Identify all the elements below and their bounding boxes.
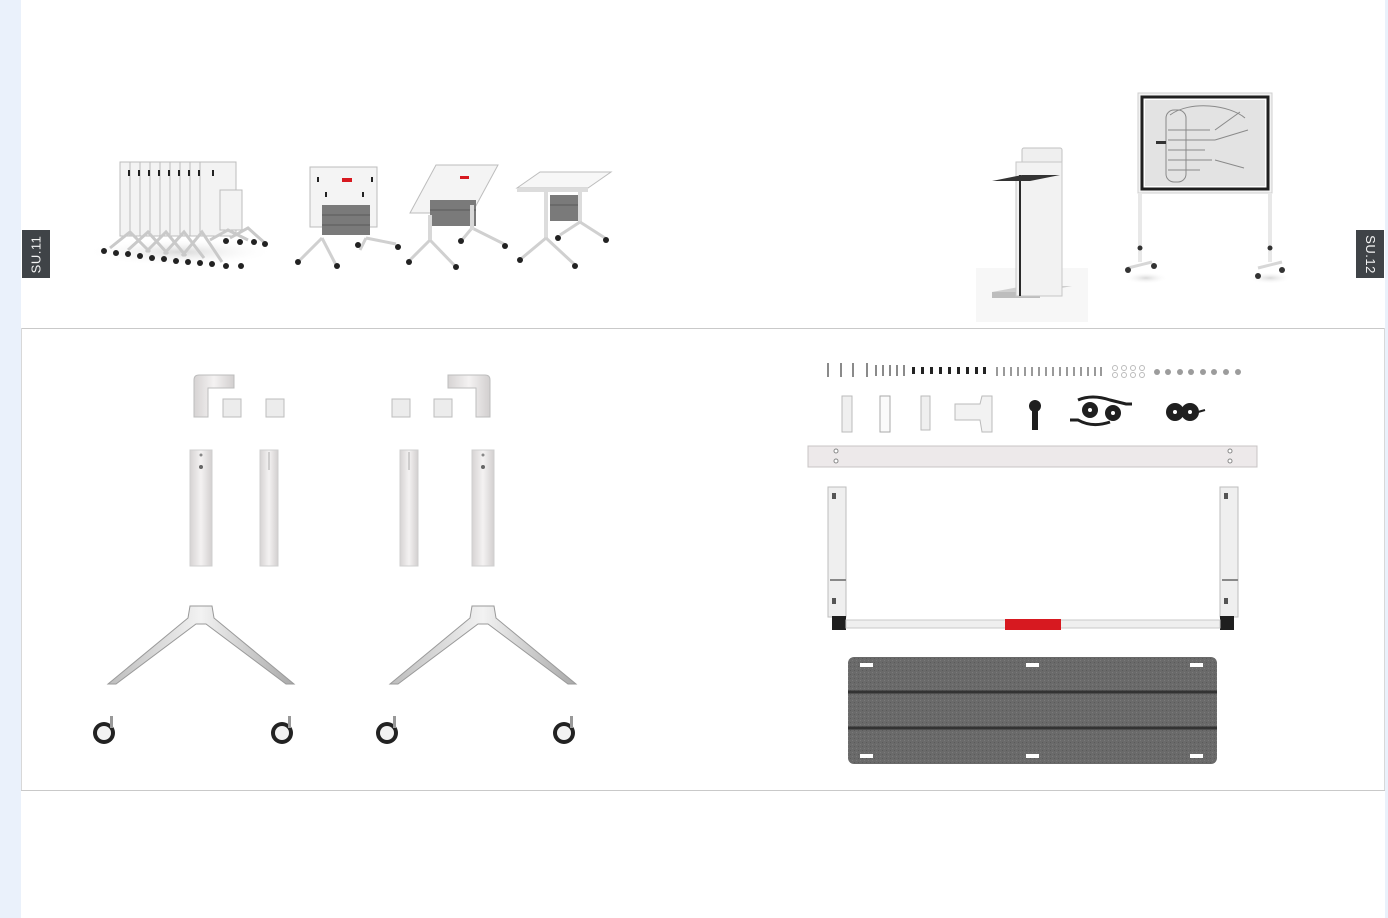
table-leg-kit-right [376, 374, 578, 744]
page-tab-su12[interactable]: SU.12 [1356, 230, 1384, 278]
caster-wheel-icon [376, 716, 398, 744]
stacked-folding-tables [85, 161, 275, 269]
hardware-fasteners [827, 363, 1241, 433]
folding-table-flipped [295, 166, 401, 269]
table-leg-kit-left [93, 374, 296, 744]
caster-wheel-icon [553, 716, 575, 744]
lever-handle-icon [1029, 400, 1041, 430]
frame-right-edge [1384, 328, 1385, 790]
folding-table-tilted [406, 164, 508, 270]
lectern-podium [976, 147, 1088, 322]
left-margin-strip [0, 0, 21, 918]
cable-clip-icon [1070, 395, 1132, 427]
frame-beam [807, 445, 1258, 630]
frame-left-edge [21, 328, 22, 790]
cable-clip-icon [1166, 403, 1206, 421]
modesty-panel [848, 657, 1217, 764]
caster-wheel-icon [271, 716, 293, 744]
folding-table-open [515, 171, 613, 269]
section-divider-bottom [21, 790, 1385, 791]
caster-wheel-icon [93, 716, 115, 744]
mobile-whiteboard-screen [1124, 92, 1292, 284]
right-margin-strip [1385, 0, 1388, 918]
page-tab-su11[interactable]: SU.11 [22, 230, 50, 278]
section-divider-top [21, 328, 1385, 329]
